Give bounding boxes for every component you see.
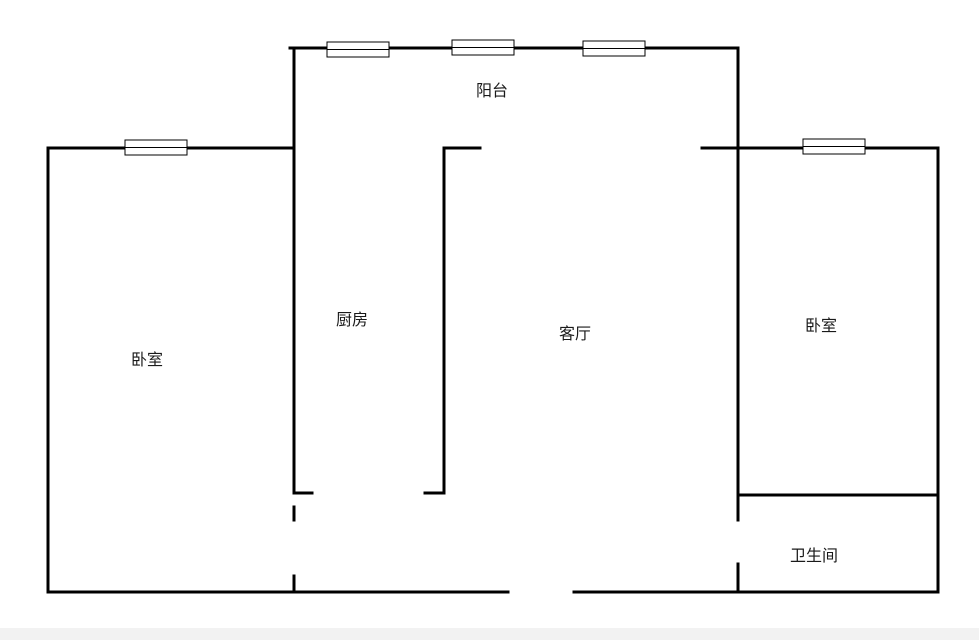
room-labels: 阳台 厨房 客厅 卧室 卧室 卫生间 — [131, 81, 838, 565]
window-balcony-1 — [326, 41, 390, 58]
window-balcony-2 — [451, 39, 515, 56]
windows — [124, 39, 866, 156]
label-bathroom: 卫生间 — [790, 546, 838, 565]
label-living-room: 客厅 — [559, 324, 591, 343]
window-bedroom-right — [802, 138, 866, 155]
label-kitchen: 厨房 — [336, 310, 368, 329]
window-balcony-3 — [582, 40, 646, 57]
label-bedroom-left: 卧室 — [131, 350, 163, 369]
label-bedroom-right: 卧室 — [805, 316, 837, 335]
window-bedroom-left — [124, 139, 188, 156]
bottom-strip — [0, 628, 979, 640]
label-balcony: 阳台 — [476, 81, 508, 100]
